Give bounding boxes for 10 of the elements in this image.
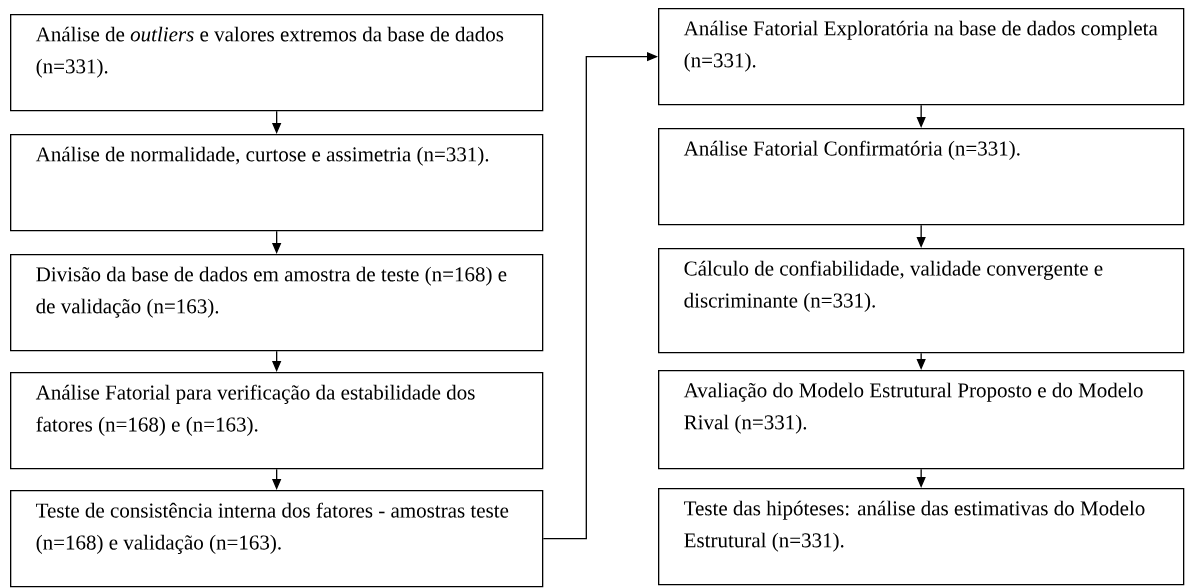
process-box: Divisão da base de dados em amostra de teste (n=168) e de validação (n=163). xyxy=(10,254,544,352)
process-box: Análise de normalidade, curtose e assimetria (n=331). xyxy=(10,134,544,232)
process-box: Cálculo de confiabilidade, validade convergente e discriminante (n=331). xyxy=(658,248,1185,354)
process-box: Análise de outliers e valores extremos da base de dados (n=331). xyxy=(10,14,544,112)
process-box: Análise Fatorial Exploratória na base de dados completa (n=331). xyxy=(658,8,1185,106)
process-box: Análise Fatorial Confirmatória (n=331). xyxy=(658,128,1185,226)
process-box: Teste de consistência interna dos fatores - amostras teste (n=168) e validação (n=163). xyxy=(10,490,544,588)
process-box: Avaliação do Modelo Estrutural Proposto e do Modelo Rival (n=331). xyxy=(658,370,1185,470)
process-box: Teste das hipóteses: análise das estimativas do Modelo Estrutural (n=331). xyxy=(658,488,1185,586)
process-box: Análise Fatorial para verificação da estabilidade dos fatores (n=168) e (n=163). xyxy=(10,372,544,470)
